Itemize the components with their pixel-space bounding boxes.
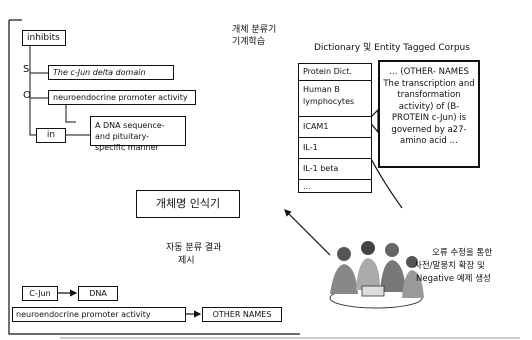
- dictionary-box: Protein Dict. Human B lymphocytes ICAM1 …: [298, 63, 372, 193]
- auto-result-line1: 자동 분류 결과: [166, 240, 221, 253]
- dict-item: IL-1: [299, 138, 371, 159]
- prep-node: in: [36, 128, 66, 143]
- callout-text: … (OTHER- NAMES The transcription and tr…: [383, 67, 474, 146]
- o-label: O: [23, 90, 31, 101]
- inhibits-label: inhibits: [27, 33, 60, 43]
- result-row-1-left-label: C-Jun: [29, 289, 50, 298]
- result-row-1-right: DNA: [78, 286, 118, 301]
- people-caption-line3: Negative 예제 생성: [416, 272, 491, 284]
- subject-label: The c-Jun delta domain: [53, 68, 146, 77]
- recognizer-label: 개체명 인식기: [156, 197, 220, 210]
- result-row-1-left: C-Jun: [22, 286, 58, 301]
- callout-box: … (OTHER- NAMES The transcription and tr…: [378, 60, 480, 168]
- result-row-1-right-label: DNA: [89, 289, 107, 298]
- recognizer-box: 개체명 인식기: [136, 190, 240, 218]
- object-label: neuroendocrine promoter activity: [53, 93, 188, 102]
- object-node: neuroendocrine promoter activity: [48, 90, 196, 105]
- inhibits-node: inhibits: [22, 30, 66, 46]
- subject-node: The c-Jun delta domain: [48, 65, 174, 80]
- dict-item: ICAM1: [299, 117, 371, 138]
- corpus-title: Dictionary 및 Entity Tagged Corpus: [314, 40, 470, 53]
- people-illustration: [322, 236, 430, 316]
- auto-result-line2: 제시: [178, 253, 195, 266]
- people-caption-line1: 오류 수정을 통한: [432, 246, 492, 258]
- dict-item: …: [299, 180, 371, 196]
- result-row-2-left: neuroendocrine promoter activity: [12, 307, 186, 322]
- classifier-title-line2: 기계학습: [232, 34, 265, 47]
- prep-object-node: A DNA sequence- and pituitary- specific …: [90, 116, 186, 146]
- dict-item: Protein Dict.: [299, 64, 371, 81]
- prep-object-label: A DNA sequence- and pituitary- specific …: [95, 121, 165, 152]
- dict-item: IL-1 beta: [299, 159, 371, 180]
- dict-item: Human B lymphocytes: [299, 81, 371, 117]
- result-row-2-right: OTHER NAMES: [202, 307, 282, 322]
- result-row-2-left-label: neuroendocrine promoter activity: [16, 310, 151, 319]
- result-row-2-right-label: OTHER NAMES: [213, 310, 272, 319]
- people-caption-line2: 사전/말뭉치 확장 및: [414, 259, 485, 271]
- prep-label: in: [47, 130, 55, 140]
- s-label: S: [23, 64, 29, 75]
